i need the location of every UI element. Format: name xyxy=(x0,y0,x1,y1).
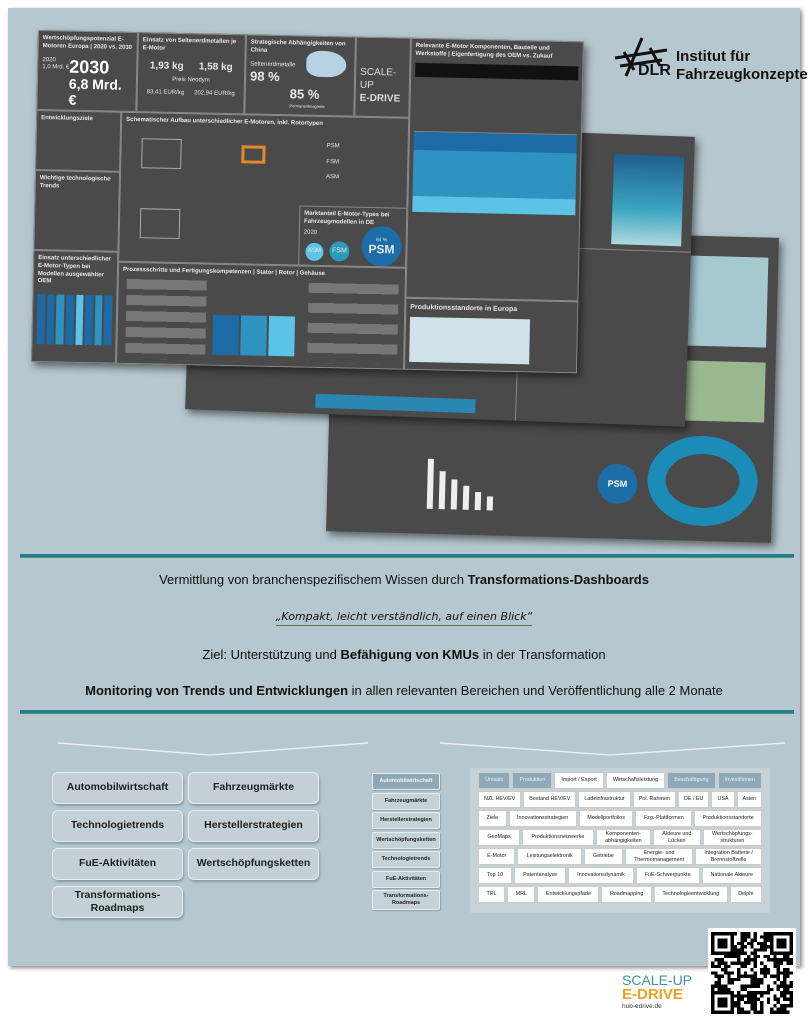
menu-item-automobilwirtschaft[interactable]: Automobilwirtschaft xyxy=(372,773,440,790)
topic-tag[interactable]: MRL xyxy=(507,886,536,903)
topic-tag[interactable]: Modellportfolios xyxy=(578,810,634,827)
topic-tag[interactable]: Technologieentwicklung xyxy=(653,886,728,903)
tile-development-goals: Entwicklungsziele xyxy=(35,109,122,172)
topic-tag[interactable]: Leistungselektronik xyxy=(517,848,582,865)
topic-tag[interactable]: Bestand HEV/EV xyxy=(523,791,577,808)
topic-tag[interactable]: Fzg.-Plattformen xyxy=(635,810,693,827)
category-fahrzeugmaerkte[interactable]: Fahrzeugmärkte xyxy=(188,772,319,804)
tile-tech-trends: Wichtige technologische Trends xyxy=(33,169,121,252)
category-wertschoepfungsketten[interactable]: Wertschöpfungsketten xyxy=(188,848,319,880)
dlr-logo xyxy=(612,36,672,81)
topic-tag[interactable]: Pol. Rahmen xyxy=(632,791,676,808)
category-transformations-roadmaps[interactable]: Transformations- Roadmaps xyxy=(52,886,183,918)
category-fue-aktivitaeten[interactable]: FuE-Aktivitäten xyxy=(52,848,183,880)
website-url: hub-edrive.de xyxy=(622,1003,662,1010)
topic-tag[interactable]: Produktionsstandorte xyxy=(694,810,763,827)
psm-badge: PSM xyxy=(596,463,638,505)
psm-circle: 64 % PSM xyxy=(361,225,402,267)
menu-item-herstellerstrategien[interactable]: Herstellerstrategien xyxy=(372,812,440,829)
topic-tag[interactable]: Entwicklungspfade xyxy=(537,886,600,903)
topic-tag[interactable]: USA xyxy=(711,791,735,808)
topic-tag[interactable]: FuE-Schwerpunkte xyxy=(635,867,700,884)
topic-tag[interactable]: Asien xyxy=(736,791,763,808)
tile-oem-motor-types: Einsatz unterschiedlicher E-Motor-Typen … xyxy=(31,249,119,364)
topic-tag[interactable]: Wertschöpfungs- strukturen xyxy=(702,829,763,846)
topic-tag[interactable]: DE / EU xyxy=(677,791,710,808)
menu-item-fue-aktivitaeten[interactable]: FuE-Aktivitäten xyxy=(372,871,440,888)
tile-rare-earth: Einsatz von Seltenerdmetallen je E-Motor… xyxy=(136,32,246,115)
divider-bottom xyxy=(20,710,794,714)
topic-tag[interactable]: TRL xyxy=(478,886,506,903)
qr-code-icon xyxy=(711,932,793,1014)
topic-tag[interactable]: Getriebe xyxy=(583,848,623,865)
tile-value-potential: Wertschöpfungspotenzial E-Motoren Europa… xyxy=(36,30,138,113)
topic-tag[interactable]: Produktion xyxy=(512,772,553,789)
category-herstellerstrategien[interactable]: Herstellerstrategien xyxy=(188,810,319,842)
logo-line2: E-DRIVE xyxy=(622,986,683,1003)
qr-code[interactable] xyxy=(708,928,796,1018)
topic-tag[interactable]: Innovationsstrategien xyxy=(508,810,577,827)
logo-line1: SCALE-UP xyxy=(622,972,693,988)
scale-up-edrive-logo: SCALE-UP E-DRIVE hub-edrive.de xyxy=(622,973,692,1011)
topic-tag[interactable]: Patentanalyse xyxy=(514,867,567,884)
divider-top xyxy=(20,554,794,558)
tile-components-table: Relevante E-Motor Komponenten, Bauteile … xyxy=(405,37,584,302)
dashboard-preview-main: Wertschöpfungspotenzial E-Motoren Europa… xyxy=(31,30,584,374)
topic-tag[interactable]: Integration Batterie / Brennstoffzelle xyxy=(695,848,763,865)
intro-quote: „Kompakt, leicht verständlich, auf einen… xyxy=(0,608,808,626)
topic-tag[interactable]: Produktionsnetzwerke xyxy=(522,829,594,846)
institute-line2: Fahrzeugkonzepte xyxy=(676,66,808,83)
topic-tag[interactable]: Beschäftigung xyxy=(667,772,716,789)
intro-line-4: Monitoring von Trends und Entwicklungen … xyxy=(85,683,723,698)
tile-production-sites: Produktionsstandorte in Europa xyxy=(403,297,579,374)
topic-tag[interactable]: Umsatz xyxy=(478,772,511,789)
topic-tag[interactable]: Wirtschaftsleistung xyxy=(605,772,666,789)
topic-tag[interactable]: GeoMaps xyxy=(478,829,521,846)
topic-tag[interactable]: Akteure und Lücken xyxy=(652,829,701,846)
institute-line1: Institut für xyxy=(676,48,751,65)
topic-tag[interactable]: Innovationsdynamik xyxy=(568,867,634,884)
topic-tag[interactable]: E-Motor xyxy=(478,848,516,865)
tile-process-steps: Prozessschritte und Fertigungskompetenze… xyxy=(116,261,407,370)
category-technologietrends[interactable]: Technologietrends xyxy=(52,810,183,842)
dlr-wordmark: DLR xyxy=(638,62,671,79)
tile-market-share: Marktanteil E-Motor-Types bei Fahrzeugmo… xyxy=(298,205,408,268)
topic-tag[interactable]: Investitionen xyxy=(717,772,762,789)
topic-tag[interactable]: Energie- und Thermomanagement xyxy=(624,848,694,865)
topic-tag[interactable]: NZL HEV/EV xyxy=(478,791,522,808)
menu-item-transformations-roadmaps[interactable]: Transformations- Roadmaps xyxy=(372,890,440,910)
topic-tag[interactable]: Import / Export xyxy=(554,772,604,789)
topic-tag[interactable]: Roadmapping xyxy=(601,886,652,903)
menu-item-technologietrends[interactable]: Technologietrends xyxy=(372,851,440,868)
topic-tag[interactable]: Nationale Akteure xyxy=(701,867,763,884)
dlr-emblem-icon xyxy=(614,37,668,77)
bracket-lines xyxy=(57,742,786,756)
menu-item-wertschoepfungsketten[interactable]: Wertschöpfungsketten xyxy=(372,832,440,849)
topic-tag[interactable]: Delphi xyxy=(729,886,762,903)
topic-tag[interactable]: Top 10 xyxy=(478,867,513,884)
institute-name: Institut für Fahrzeugkonzepte xyxy=(676,48,808,84)
topic-tag[interactable]: Ziele xyxy=(478,810,507,827)
topic-tag[interactable]: Ladeinfrastruktur xyxy=(578,791,631,808)
tile-china-dependency: Strategische Abhängigkeiten von China Se… xyxy=(244,34,356,117)
psm-label: PSM xyxy=(368,241,395,257)
menu-item-fahrzeugmaerkte[interactable]: Fahrzeugmärkte xyxy=(372,793,440,810)
intro-line-3: Ziel: Unterstützung und Befähigung von K… xyxy=(202,647,606,662)
topic-tag[interactable]: Komponenten- abhängigkeiten xyxy=(595,829,651,846)
intro-line-1: Vermittlung von branchenspezifischem Wis… xyxy=(159,572,649,587)
category-automobilwirtschaft[interactable]: Automobilwirtschaft xyxy=(52,772,183,804)
